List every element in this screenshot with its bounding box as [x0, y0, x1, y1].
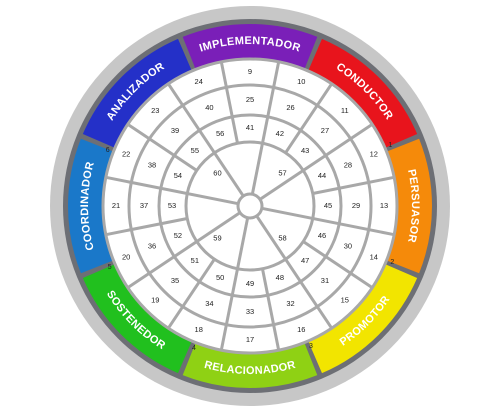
cell-number: 26 — [286, 103, 294, 112]
cell-number: 19 — [151, 296, 159, 305]
cell-number: 11 — [341, 106, 349, 115]
cell-number: 44 — [318, 171, 326, 180]
segment-sostenedor — [82, 264, 192, 374]
cell-number: 29 — [352, 201, 360, 210]
segment-conductor — [308, 38, 418, 148]
center-hub — [236, 192, 264, 220]
segments — [68, 23, 433, 388]
grid-spoke — [261, 268, 281, 351]
grid-ring-2 — [127, 83, 373, 329]
grid-spoke — [261, 206, 395, 237]
cell-number: 22 — [122, 150, 130, 159]
segment-promotor — [308, 264, 418, 374]
cell-number: 40 — [205, 103, 213, 112]
cell-number: 37 — [140, 201, 148, 210]
cell-number: 52 — [174, 231, 182, 240]
grid-spoke — [167, 82, 245, 197]
cell-number: 48 — [276, 273, 284, 282]
cell-number: 56 — [216, 129, 224, 138]
segment-implementador — [182, 23, 318, 70]
grid-spoke — [259, 123, 374, 201]
cell-number: 57 — [278, 168, 286, 177]
cell-number: 43 — [301, 146, 309, 155]
cell-number: 34 — [205, 299, 213, 308]
grid-spoke — [250, 61, 281, 195]
segment-number: 2 — [390, 259, 394, 266]
numbers: 9 10 11 12 13 14 15 16 17 18 19 20 21 22 23 24 25 26 27 28 2… — [112, 67, 388, 344]
cell-number: 31 — [321, 276, 329, 285]
cell-number: 18 — [195, 325, 203, 334]
grid-spoke — [219, 217, 250, 351]
cell-number: 54 — [174, 171, 182, 180]
cell-number: 28 — [344, 160, 352, 169]
grid-spoke — [312, 175, 395, 195]
cell-number: 27 — [321, 126, 329, 135]
cell-number: 45 — [324, 201, 332, 210]
cell-number: 46 — [318, 231, 326, 240]
cell-number: 47 — [301, 256, 309, 265]
grid-ring-3 — [157, 113, 343, 299]
segment-number: 3 — [309, 343, 313, 350]
cell-number: 55 — [191, 146, 199, 155]
cell-number: 23 — [151, 106, 159, 115]
cell-number: 49 — [246, 279, 254, 288]
cell-number: 14 — [370, 252, 378, 261]
cell-number: 10 — [297, 77, 305, 86]
cell-number: 38 — [148, 160, 156, 169]
grid-ring-1 — [101, 57, 399, 355]
grid — [101, 57, 399, 355]
cell-number: 60 — [213, 168, 221, 177]
segment-number: 1 — [388, 142, 392, 149]
grid-spoke — [284, 82, 333, 154]
segment-number: 4 — [192, 345, 196, 352]
cell-number: 17 — [246, 335, 254, 344]
cell-number: 20 — [122, 252, 130, 261]
cell-number: 33 — [246, 307, 254, 316]
segment-persuasor — [386, 138, 433, 274]
segment-relacionador — [182, 342, 318, 388]
cell-number: 53 — [168, 201, 176, 210]
segment-analizador — [82, 38, 192, 148]
cell-number: 25 — [246, 95, 254, 104]
cell-number: 15 — [341, 296, 349, 305]
cell-number: 21 — [112, 201, 120, 210]
segment-label-persuasor: PERSUASOR — [405, 168, 421, 243]
cell-number: 36 — [148, 242, 156, 251]
cell-number: 51 — [191, 256, 199, 265]
grid-spoke — [105, 175, 239, 206]
grid-spoke — [126, 123, 198, 172]
segment-number: 6 — [106, 147, 110, 154]
segment-coordinador — [68, 138, 114, 274]
cell-number: 9 — [248, 67, 252, 76]
cell-number: 35 — [171, 276, 179, 285]
cell-number: 16 — [297, 325, 305, 334]
grid-spoke — [255, 215, 333, 330]
cell-number: 41 — [246, 123, 254, 132]
segment-number: 5 — [108, 264, 112, 271]
cell-number: 42 — [276, 129, 284, 138]
grid-spoke — [126, 211, 241, 289]
cell-number: 24 — [195, 77, 203, 86]
cell-number: 13 — [380, 201, 388, 210]
cell-number: 59 — [213, 234, 221, 243]
cell-number: 30 — [344, 242, 352, 251]
cell-number: 39 — [171, 126, 179, 135]
segment-label-coordinador: COORDINADOR — [79, 160, 97, 251]
grid-ring-4 — [184, 140, 316, 272]
cell-number: 32 — [286, 299, 294, 308]
grid-spoke — [105, 217, 188, 237]
segment-label-relacionador: RELACIONADOR — [203, 359, 297, 377]
cell-number: 58 — [278, 234, 286, 243]
grid-spoke — [302, 240, 374, 289]
grid-spoke — [167, 258, 216, 330]
cell-number: 50 — [216, 273, 224, 282]
cell-number: 12 — [370, 150, 378, 159]
grid-spoke — [219, 61, 239, 144]
